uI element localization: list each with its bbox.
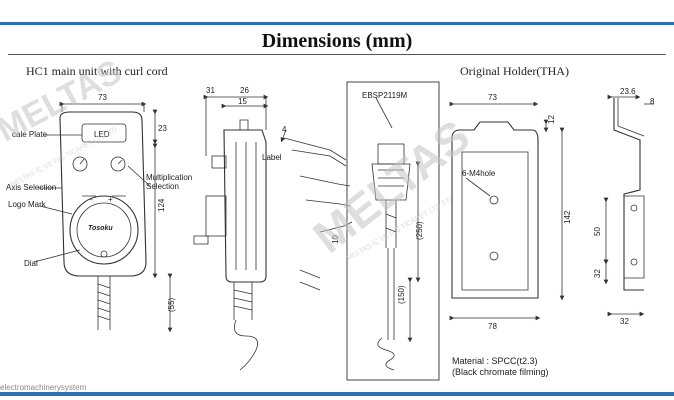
dim-31: 31 (206, 86, 215, 95)
connector-model-label: EBSP2119M (362, 91, 408, 100)
holder-side-view (603, 94, 654, 317)
dim-holder-73: 73 (488, 93, 497, 102)
dim-142: 142 (563, 210, 572, 224)
title-divider (8, 54, 666, 55)
top-accent-bar (0, 22, 674, 25)
plus-symbol: + (108, 195, 113, 204)
dim-10: 10 (331, 235, 340, 244)
dim-55: (55) (167, 297, 176, 312)
dim-23: 23 (158, 124, 167, 133)
material-line-2: (Black chromate filming) (452, 367, 549, 377)
minus-symbol: - (90, 195, 93, 204)
main-unit-heading: HC1 main unit with curl cord (26, 64, 168, 78)
dim-23-6: 23.6 (620, 87, 636, 96)
dim-250: (250) (415, 221, 424, 240)
bottom-accent-bar (0, 392, 674, 396)
cable-view (280, 129, 353, 291)
watermark-center: MELTAS (303, 110, 479, 263)
hole-label: 6-M4hole (462, 169, 496, 178)
led-label: LED (94, 130, 110, 139)
dim-50: 50 (593, 227, 602, 236)
dim-150: (150) (397, 285, 406, 304)
dim-width-73: 73 (98, 93, 107, 102)
dim-12: 12 (547, 115, 556, 124)
dim-32-vertical: 32 (593, 269, 602, 278)
dim-15: 15 (238, 97, 247, 106)
side-view (193, 94, 269, 371)
dim-32-horizontal: 32 (620, 317, 629, 326)
dim-78: 78 (488, 322, 497, 331)
dial-label: Dial (24, 259, 38, 268)
label-callout: Label (262, 153, 282, 162)
logo-mark-label: Logo Mark (8, 200, 47, 209)
multiplication-label: Multiplication (146, 173, 192, 182)
holder-heading: Original Holder(THA) (460, 64, 569, 78)
holder-front-view (449, 101, 565, 321)
dim-124: 124 (157, 198, 166, 212)
dim-4: 4 (282, 125, 287, 134)
material-line-1: Material : SPCC(t2.3) (452, 356, 538, 366)
scale-plate-label: cale Plate (12, 130, 48, 139)
axis-selection-label: Axis Selection (6, 183, 56, 192)
dim-8: 8 (650, 97, 655, 106)
dim-26: 26 (240, 86, 249, 95)
selection-label: Selection (146, 182, 179, 191)
logo-text: Tosoku (88, 225, 113, 232)
page-title: Dimensions (mm) (261, 30, 413, 52)
footer-site: electromachinerysystem (0, 383, 87, 392)
front-view (33, 101, 173, 333)
connector-view (346, 81, 440, 381)
